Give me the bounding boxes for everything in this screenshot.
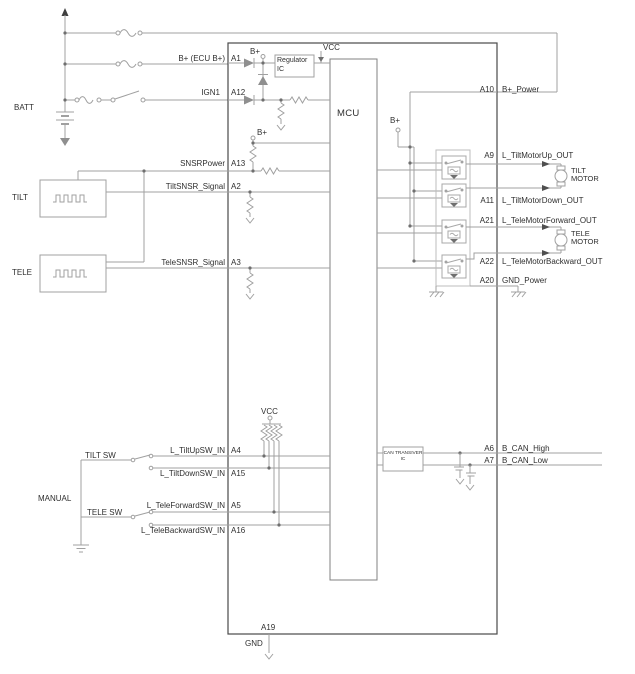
pin-label-a16: A16 (231, 526, 246, 535)
tele-sw-label: TELE SW (87, 508, 123, 517)
pin-label-a10: A10 (479, 85, 494, 94)
chassis-ground-icon (511, 291, 527, 298)
regulator-ic-label: Regulator IC (277, 57, 307, 74)
signal-label-gnd: GND (245, 639, 263, 648)
signal-label-snsrpower: SNSRPower (180, 159, 225, 168)
pin-label-a1: A1 (231, 54, 241, 63)
tele-sensor-label: TELE (12, 268, 33, 277)
motor-driver-circuit (377, 91, 527, 298)
pin-label-a21: A21 (479, 216, 494, 225)
chassis-ground-icon (429, 291, 445, 298)
ecu-ground (264, 634, 274, 660)
ignition-switch-icon (110, 90, 146, 103)
signal-label-tiltsnsr: TiltSNSR_Signal (165, 182, 225, 191)
signal-label-telebackward: L_TeleBackwardSW_IN (140, 526, 225, 535)
signal-label-ign1: IGN1 (201, 88, 220, 97)
regulator-line1: Regulator (277, 57, 308, 64)
sensor-power-circuit (228, 135, 330, 175)
signal-label-b-plus-ecu: B+ (ECU B+) (178, 54, 225, 63)
pin-label-a19: A19 (261, 623, 276, 632)
signal-label-bplus-power: B+_Power (502, 85, 540, 94)
tilt-motor-label: TILT MOTOR (571, 167, 599, 182)
signal-label-tiltdown: L_TiltDownSW_IN (159, 469, 225, 478)
tilt-motor-line1: TILT (571, 166, 586, 175)
manual-label: MANUAL (38, 494, 72, 503)
pin-label-a3: A3 (231, 258, 241, 267)
pin-label-a13: A13 (231, 159, 246, 168)
tilt-sensor-box (39, 179, 107, 218)
signal-label-telemotorbackward: L_TeleMotorBackward_OUT (502, 257, 603, 266)
ecu-box (227, 42, 498, 635)
can-ic-label: CAN TRANSIVER IC (383, 451, 423, 462)
square-wave-icon (53, 269, 87, 278)
tilt-sw-label: TILT SW (85, 451, 116, 460)
vcc-switch-label: VCC (261, 407, 278, 416)
tele-motor-label: TELE MOTOR (571, 230, 599, 245)
tele-motor-line2: MOTOR (571, 236, 599, 246)
bplus-sensor-label: B+ (257, 128, 268, 137)
batt-label: BATT (14, 103, 34, 112)
can-line1: CAN TRANSIVER (383, 451, 423, 456)
signal-label-tiltmotorup: L_TiltMotorUp_OUT (502, 151, 574, 160)
signal-label-gnd-power: GND_Power (502, 276, 547, 285)
bplus-regulator-label: B+ (250, 47, 261, 56)
bplus-driver-label: B+ (390, 116, 401, 125)
pin-label-a15: A15 (231, 469, 246, 478)
signal-label-tiltmotordown: L_TiltMotorDown_OUT (502, 196, 584, 205)
relay-tilt-down (441, 183, 467, 208)
pin-label-a22: A22 (479, 257, 494, 266)
sensor-circuit (39, 169, 330, 300)
tele-motor-icon (554, 229, 568, 251)
regulator-line2: IC (277, 65, 284, 73)
regulator-ic-box (274, 54, 315, 78)
pin-label-a12: A12 (231, 88, 246, 97)
can-ic-box (382, 446, 424, 472)
earth-ground-icon (73, 544, 89, 553)
signal-label-tiltup: L_TiltUpSW_IN (170, 446, 225, 455)
pin-label-a2: A2 (231, 182, 241, 191)
signal-label-telemotorforward: L_TeleMotorForward_OUT (502, 216, 597, 225)
signal-label-can-low: B_CAN_Low (502, 456, 548, 465)
pin-label-a4: A4 (231, 446, 241, 455)
manual-switch-circuit (73, 415, 330, 553)
can-circuit (377, 446, 602, 491)
square-wave-icon (53, 194, 87, 203)
regulator-circuit (228, 51, 330, 131)
tilt-motor-icon (554, 165, 568, 187)
relay-tele-backward (441, 254, 467, 279)
tele-sensor-box (39, 254, 107, 293)
tele-motor-line1: TELE (571, 229, 590, 238)
relay-tilt-up (441, 155, 467, 180)
vcc-mcu-label: VCC (323, 43, 340, 52)
signal-label-telesnsr: TeleSNSR_Signal (161, 258, 225, 267)
pin-label-a5: A5 (231, 501, 241, 510)
pin-label-a6: A6 (484, 444, 494, 453)
mcu-label: MCU (337, 108, 360, 119)
pin-label-a11: A11 (480, 196, 494, 205)
motor-circuit (497, 161, 568, 256)
signal-label-teleforward: L_TeleForwardSW_IN (146, 501, 225, 510)
supply-lines (63, 29, 558, 104)
can-line2: IC (400, 456, 406, 462)
tilt-sensor-label: TILT (12, 193, 28, 202)
pin-label-a20: A20 (479, 276, 494, 285)
battery-symbol (56, 8, 74, 146)
pin-label-a9: A9 (484, 151, 494, 160)
tilt-motor-line2: MOTOR (571, 173, 599, 183)
signal-label-can-high: B_CAN_High (502, 444, 550, 453)
mcu-box (329, 58, 378, 581)
relay-tele-forward (441, 219, 467, 244)
pin-label-a7: A7 (484, 456, 494, 465)
